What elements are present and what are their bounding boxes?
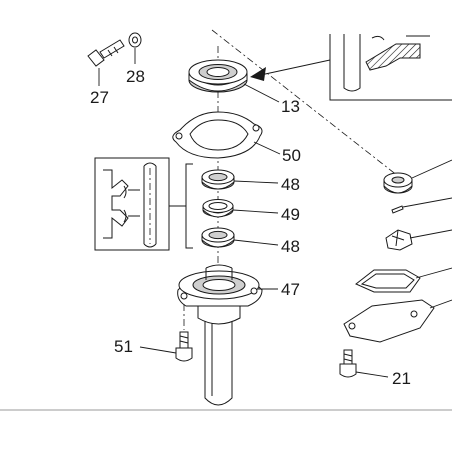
right-gasket: [355, 269, 421, 293]
label-28: 28: [126, 67, 145, 86]
bolt-21: [339, 349, 357, 378]
right-pin: [391, 205, 404, 214]
label-51: 51: [114, 337, 133, 356]
label-21: 21: [392, 369, 411, 388]
label-49: 49: [281, 205, 300, 224]
ring-49: [202, 199, 234, 218]
detail-inset-top: [329, 34, 452, 101]
label-48-lower: 48: [281, 237, 300, 256]
label-47: 47: [281, 280, 300, 299]
right-cam: [385, 229, 413, 251]
label-50: 50: [282, 146, 301, 165]
label-27: 27: [90, 88, 109, 107]
label-48-upper: 48: [281, 175, 300, 194]
detail-inset-left: [94, 157, 170, 251]
housing-47: [177, 264, 263, 406]
group-bracket: [169, 163, 193, 249]
center-line-diagonal: [211, 29, 399, 177]
oil-seal-13: [188, 59, 248, 93]
right-cover: [343, 299, 435, 343]
seal-48-upper: [201, 169, 235, 190]
detail-arrow: [250, 59, 331, 81]
label-13: 13: [281, 97, 300, 116]
bolt-51: [175, 304, 193, 362]
washer-28: [128, 32, 142, 48]
bolt-27: [87, 39, 125, 67]
right-fitting: [383, 172, 413, 194]
seal-48-lower: [201, 227, 235, 248]
gasket-50: [172, 111, 263, 159]
